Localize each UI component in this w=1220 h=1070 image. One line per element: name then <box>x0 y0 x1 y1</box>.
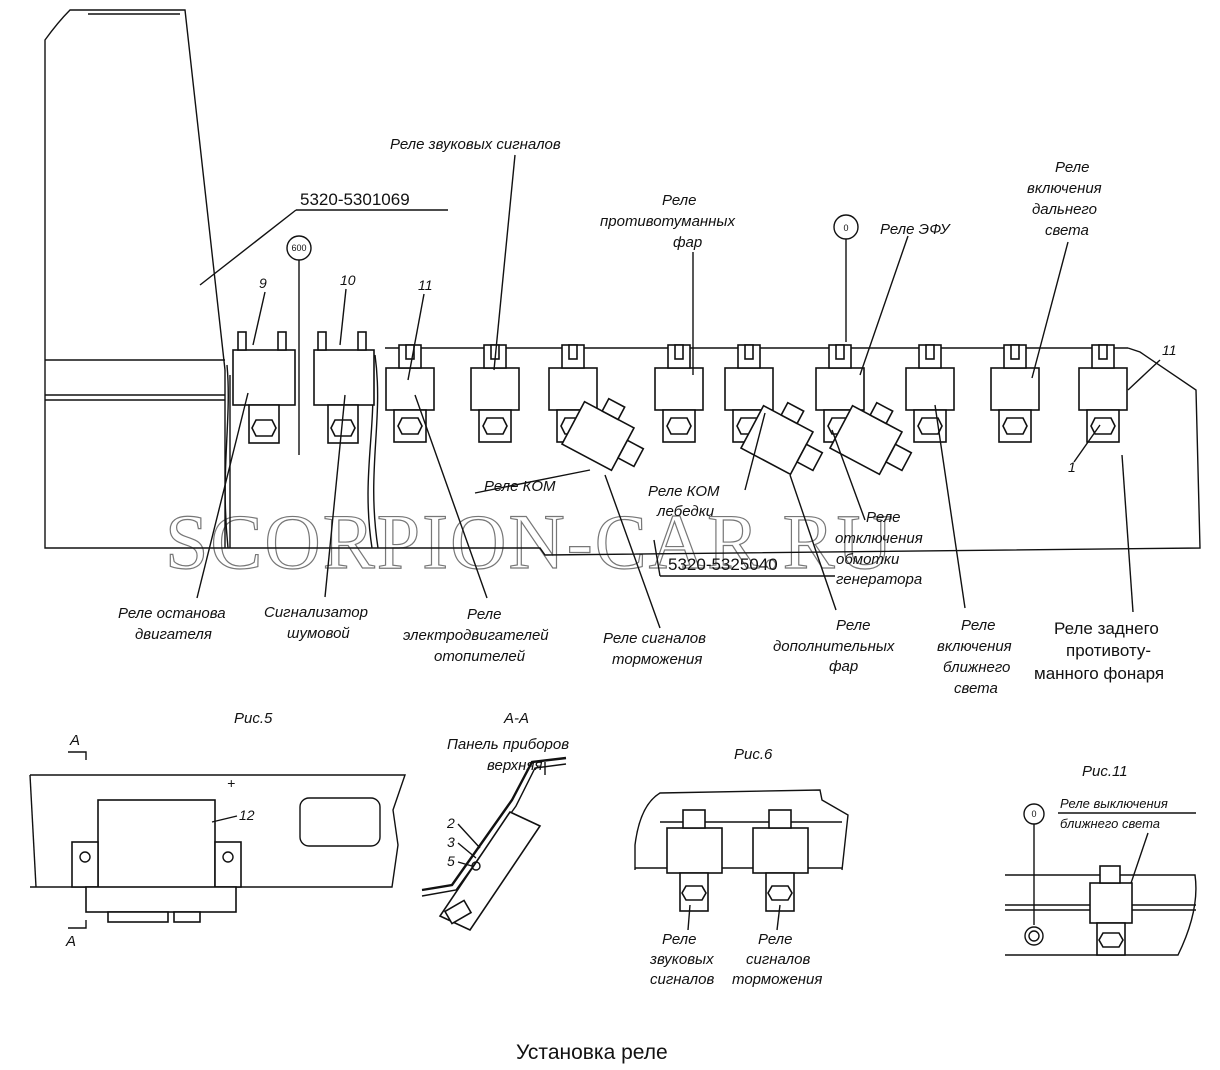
label-hb-1: Реле <box>1055 159 1089 176</box>
label-heater-2: электродвигателей <box>403 627 549 644</box>
section-aa-relay <box>438 810 542 932</box>
part-number-lower: 5320-5325040 <box>668 555 778 574</box>
fig5-section-bottom: A <box>65 933 76 950</box>
svg-text:600: 600 <box>291 243 306 253</box>
tilted-relay-kom-winch <box>739 401 824 476</box>
label-hb-3: дальнего <box>1032 201 1097 218</box>
fig5-pos-12: 12 <box>239 807 255 823</box>
section-aa-panel <box>421 756 567 892</box>
svg-text:Реле: Реле <box>758 931 792 948</box>
section-aa-line1: Панель приборов <box>447 736 569 753</box>
section-aa-line2: верхняя <box>487 757 542 774</box>
fig11-label-2: ближнего света <box>1060 816 1160 831</box>
label-fog-3: фар <box>673 234 702 251</box>
label-aux-3: фар <box>829 658 858 675</box>
label-kom-winch-1: Реле КОМ <box>648 483 720 500</box>
fig6-relay-brake <box>752 809 809 912</box>
label-brake-2: торможения <box>612 651 702 668</box>
svg-text:+: + <box>227 775 235 791</box>
fig5-section-top: A <box>69 732 80 749</box>
relay-10 <box>313 331 375 444</box>
section-aa-title: А-А <box>503 710 529 727</box>
fig6: Рис.6 Реле звуковых сигналов Реле сигнал… <box>634 746 849 988</box>
svg-text:звуковых: звуковых <box>649 951 714 968</box>
fig6-title: Рис.6 <box>734 746 773 763</box>
svg-text:сигналов: сигналов <box>746 951 810 968</box>
label-lb-2: включения <box>937 638 1012 655</box>
fig11-label-1: Реле выключения <box>1060 796 1168 811</box>
circle-mark-600: 600 <box>286 235 312 455</box>
relay-unit-7 <box>905 344 955 443</box>
label-aux-2: дополнительных <box>773 638 895 655</box>
fig11-relay <box>1089 865 1133 956</box>
label-stop-2: двигателя <box>135 626 212 643</box>
fig5-window <box>299 797 381 847</box>
relay-unit-8 <box>990 344 1040 443</box>
tilted-relay-generator <box>828 401 913 476</box>
relay-unit-9 <box>1078 344 1128 443</box>
label-hb-4: света <box>1045 222 1089 239</box>
pos-11-right: 11 <box>1162 342 1177 358</box>
section-aa: А-А Панель приборов верхняя 2 3 5 <box>421 710 569 932</box>
main-labels: Реле звуковых сигналов Реле противотуман… <box>118 136 1164 697</box>
pos-9: 9 <box>259 275 267 291</box>
fig5-relay-block <box>97 799 216 891</box>
svg-text:2: 2 <box>446 815 455 831</box>
left-panel <box>44 9 226 371</box>
part-number-bracket: 5320-5301069 <box>300 190 410 209</box>
relay-unit-1 <box>385 344 435 443</box>
label-heater-1: Реле <box>467 606 501 623</box>
label-kom-relay: Реле КОМ <box>484 478 556 495</box>
svg-text:5: 5 <box>447 853 455 869</box>
label-fog-2: противотуманных <box>600 213 735 230</box>
pos-1: 1 <box>1068 459 1076 475</box>
watermark: SCORPION-CAR.RU <box>165 498 895 585</box>
label-brake-1: Реле сигналов <box>603 630 706 647</box>
label-gen-2: отключения <box>835 530 923 547</box>
svg-text:торможения: торможения <box>732 971 822 988</box>
fig11: Рис.11 0 Реле выключения ближнего света <box>1005 763 1197 956</box>
label-fog-1: Реле <box>662 192 696 209</box>
label-rfog-2: противоту- <box>1066 641 1151 660</box>
label-gen-4: генератора <box>836 571 922 588</box>
label-horn-relay: Реле звуковых сигналов <box>390 136 561 153</box>
fig5-title: Рис.5 <box>234 710 273 727</box>
relay-unit-2 <box>470 344 520 443</box>
label-lb-1: Реле <box>961 617 995 634</box>
label-lb-3: ближнего <box>943 659 1010 676</box>
tilted-relay-kom <box>560 397 645 472</box>
main-assembly: 600 0 5320-5301069 5320-5325040 9 10 11 … <box>44 9 1201 629</box>
svg-text:сигналов: сигналов <box>650 971 714 988</box>
label-rfog-1: Реле заднего <box>1054 619 1159 638</box>
label-stop-1: Реле останова <box>118 605 226 622</box>
relay-housing <box>44 347 1201 556</box>
svg-text:0: 0 <box>843 223 848 233</box>
relay-9 <box>232 331 296 444</box>
label-rfog-3: манного фонаря <box>1034 664 1164 683</box>
label-gen-1: Реле <box>866 509 900 526</box>
figure-caption: Установка реле <box>516 1041 668 1064</box>
label-efu-relay: Реле ЭФУ <box>880 221 951 238</box>
pos-10: 10 <box>340 272 356 288</box>
relay-unit-4 <box>654 344 704 443</box>
label-noise-2: шумовой <box>287 625 350 642</box>
label-lb-4: света <box>954 680 998 697</box>
tilted-relays <box>560 397 913 476</box>
svg-text:0: 0 <box>1031 809 1036 819</box>
svg-text:3: 3 <box>447 834 455 850</box>
label-noise-1: Сигнализатор <box>264 604 368 621</box>
circle-mark-0: 0 <box>833 214 859 342</box>
fig5: Рис.5 A A 12 + <box>29 710 406 950</box>
label-hb-2: включения <box>1027 180 1102 197</box>
label-kom-winch-2: лебедки <box>656 503 715 520</box>
pos-11-left: 11 <box>418 277 433 293</box>
label-aux-1: Реле <box>836 617 870 634</box>
fig11-title: Рис.11 <box>1082 763 1128 780</box>
fig6-relay-horn <box>666 809 723 912</box>
label-heater-3: отопителей <box>434 648 526 665</box>
label-gen-3: обмотки <box>836 551 900 568</box>
svg-text:Реле: Реле <box>662 931 696 948</box>
